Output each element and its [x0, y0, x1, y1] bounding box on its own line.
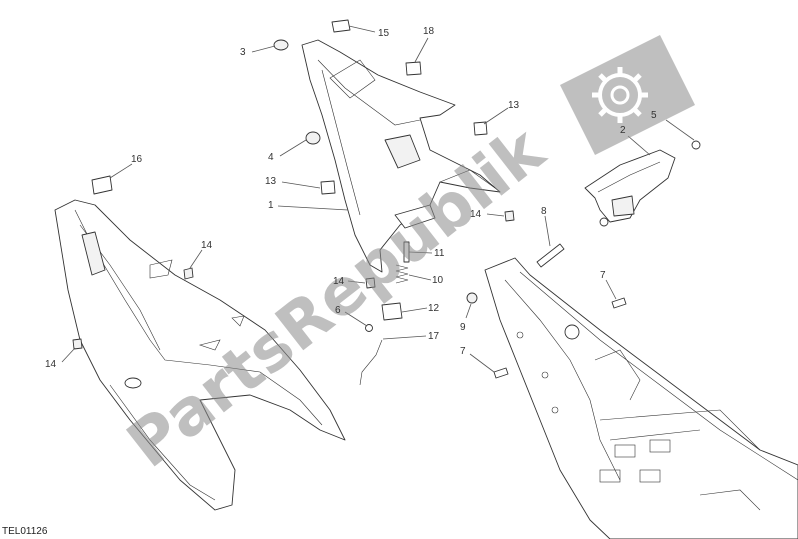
callout-14: 14	[201, 240, 213, 251]
grab-handle	[584, 149, 676, 227]
left-side-panel	[54, 199, 346, 511]
callout-14: 14	[470, 209, 482, 220]
callout-10: 10	[432, 275, 444, 286]
callout-18: 18	[423, 26, 435, 37]
callout-6: 6	[335, 305, 341, 316]
callout-7: 7	[600, 270, 606, 281]
callout-14: 14	[45, 359, 57, 370]
leader-lines	[61, 25, 695, 373]
callout-4: 4	[268, 152, 274, 163]
callout-8: 8	[541, 206, 547, 217]
callout-5: 5	[651, 110, 657, 121]
callout-3: 3	[240, 47, 246, 58]
callout-16: 16	[131, 154, 143, 165]
callout-15: 15	[378, 28, 390, 39]
callout-12: 12	[428, 303, 440, 314]
callout-1: 1	[268, 200, 274, 211]
diagram-code: TEL01126	[2, 526, 48, 537]
callout-11: 11	[434, 248, 445, 259]
rear-subframe	[484, 257, 798, 539]
callout-2: 2	[620, 125, 626, 136]
callout-9: 9	[460, 322, 466, 333]
tail-cowl	[301, 39, 501, 273]
callouts: 3 15 18 13 5 2 16 4 13 1 14 8 14 11 14 1…	[45, 26, 657, 370]
callout-14: 14	[333, 276, 345, 287]
hardware	[72, 19, 701, 386]
callout-7: 7	[460, 346, 466, 357]
gear-icon	[560, 35, 695, 155]
callout-17: 17	[428, 331, 440, 342]
callout-13: 13	[265, 176, 277, 187]
callout-13: 13	[508, 100, 520, 111]
